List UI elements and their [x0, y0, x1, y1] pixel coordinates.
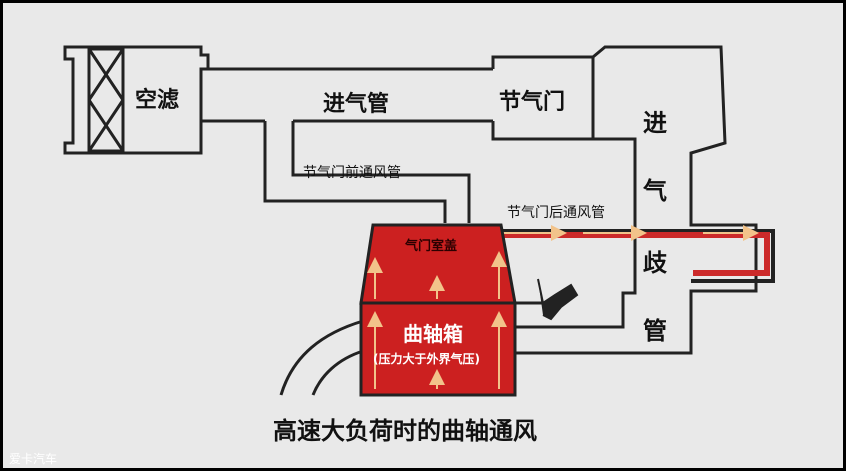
post-throttle-vent-label: 节气门后通风管 [507, 205, 605, 221]
throttle-label: 节气门 [499, 89, 565, 115]
air-filter-element-icon [87, 47, 125, 153]
diagram-caption: 高速大负荷时的曲轴通风 [273, 417, 537, 445]
crankcase-ventilation-diagram: 空滤 进气管 节气门 进 气 歧 管 节气门前通风管 节气门后通风管 气门室盖 … [9, 45, 775, 466]
valve-cover-label: 气门室盖 [405, 238, 457, 254]
pre-throttle-vent-pipe [263, 121, 471, 223]
air-filter [63, 45, 210, 155]
throttle-body [491, 55, 595, 141]
manifold-char-4: 管 [643, 317, 667, 345]
crankcase-label: 曲轴箱 [403, 322, 463, 346]
crankcase [359, 301, 517, 397]
post-throttle-vent-pipe [501, 225, 775, 283]
pressure-note: (压力大于外界气压) [373, 351, 480, 366]
intake-pipe [201, 67, 493, 123]
valve-cover [359, 223, 517, 305]
pre-throttle-vent-label: 节气门前通风管 [303, 164, 401, 181]
manifold-char-1: 进 [643, 109, 667, 137]
manifold-char-3: 歧 [643, 249, 668, 277]
intake-pipe-label: 进气管 [323, 91, 389, 117]
manifold-char-2: 气 [642, 177, 667, 205]
pcv-valve-icon [515, 278, 579, 321]
watermark: 爱卡汽车 [9, 451, 57, 466]
air-filter-label: 空滤 [135, 87, 179, 113]
intake-manifold [515, 45, 758, 355]
